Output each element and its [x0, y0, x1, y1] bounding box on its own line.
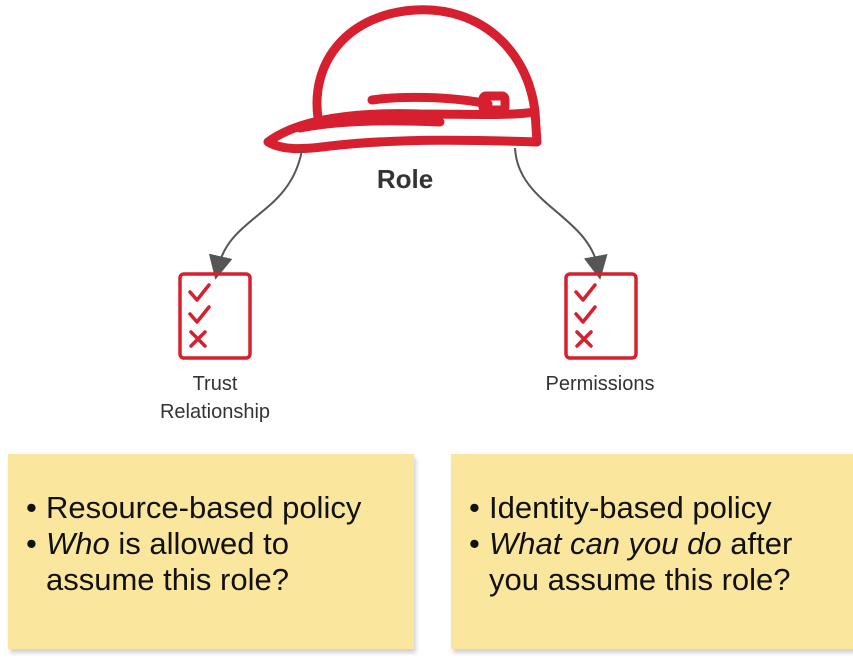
trust-policy-note: • Resource-based policy • Who is allowed t… [8, 454, 414, 649]
bullet-dot: • [26, 490, 37, 525]
bullet-dot: • [469, 526, 480, 561]
note-italic-text: What can you do [489, 526, 722, 561]
bullet-dot: • [26, 526, 37, 561]
checklist-icon [178, 272, 252, 360]
arrow-to-trust [208, 149, 303, 280]
trust-caption-line1: Trust [192, 373, 238, 395]
trust-caption-line2: Relationship [159, 401, 271, 423]
note-text: Identity-based policy [489, 490, 772, 525]
checklist-icon [564, 272, 638, 360]
note-text: is allowed to assume this role? [46, 526, 289, 597]
bullet-item: • Resource-based policy [26, 490, 404, 526]
bullet-item: • Who is allowed to assume this role? [26, 526, 404, 598]
note-italic-text: Who [46, 526, 110, 561]
trust-relationship-caption: Trust Relationship [120, 370, 310, 426]
bullet-dot: • [469, 490, 480, 525]
permissions-caption: Permissions [545, 373, 655, 395]
hard-hat-icon [263, 5, 542, 154]
note-text: after you assume this role? [489, 526, 793, 597]
arrow-to-permissions [514, 147, 608, 280]
bullet-item: • What can you do after you assume this r… [469, 526, 847, 598]
permissions-policy-note: • Identity-based policy • What can you do … [451, 454, 853, 649]
role-title: Role [376, 164, 434, 194]
note-text: Resource-based policy [46, 490, 362, 525]
bullet-item: • Identity-based policy [469, 490, 847, 526]
